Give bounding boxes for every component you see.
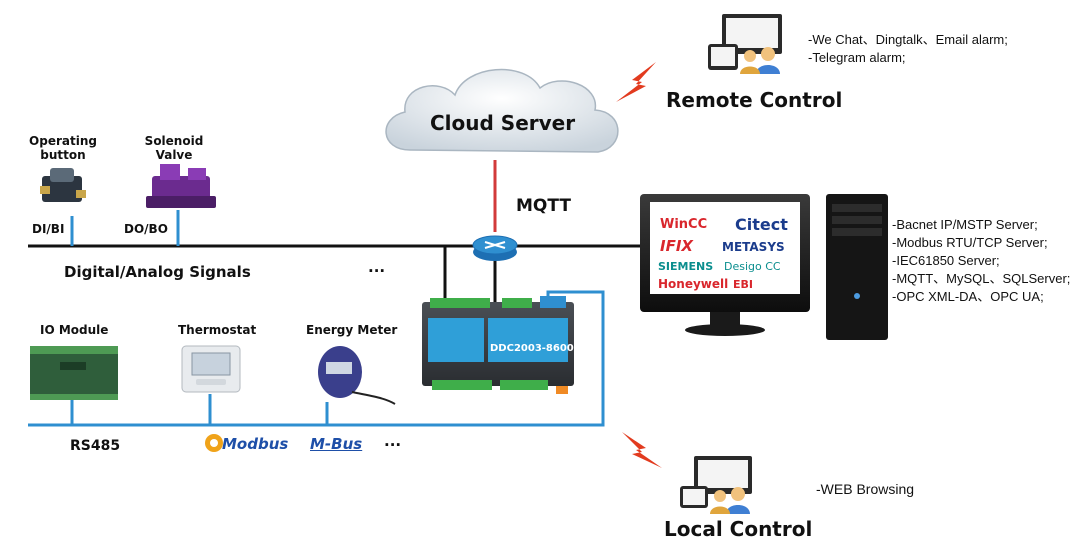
thermostat-label: Thermostat	[178, 323, 257, 337]
honeywell-logo: Honeywell	[658, 277, 729, 291]
operating-button-icon	[40, 168, 86, 202]
operating-button-label-line1: Operating	[29, 134, 97, 148]
io-module-icon	[30, 346, 118, 400]
remote-control-notes: -We Chat、Dingtalk、Email alarm; -Telegram…	[808, 31, 1008, 67]
local-users-icon	[680, 456, 752, 514]
remote-users-icon	[708, 14, 782, 74]
citect-logo: Citect	[735, 215, 788, 234]
monitor-icon	[640, 194, 810, 336]
operating-button-label: Operating button	[28, 134, 98, 162]
modbus-logo-icon	[205, 434, 223, 452]
controller-device	[422, 296, 574, 394]
remote-note-line: -We Chat、Dingtalk、Email alarm;	[808, 32, 1008, 47]
server-note-line: -Bacnet IP/MSTP Server;	[892, 217, 1038, 232]
energy-meter-icon	[318, 346, 396, 405]
wincc-logo: WinCC	[660, 217, 708, 232]
local-note-line: -WEB Browsing	[816, 481, 915, 497]
server-note-line: -IEC61850 Server;	[892, 253, 1000, 268]
energy-meter-label: Energy Meter	[306, 323, 398, 337]
cloud-server-label: Cloud Server	[430, 111, 576, 135]
digital-signal-bus	[28, 210, 640, 302]
remote-note-line: -Telegram alarm;	[808, 50, 906, 65]
modbus-logo-text: Modbus	[222, 435, 289, 453]
pc-tower-icon	[826, 194, 888, 340]
do-bo-label: DO/BO	[124, 222, 168, 236]
mbus-logo-text: M-Bus	[310, 435, 363, 453]
server-note-line: -Modbus RTU/TCP Server;	[892, 235, 1048, 250]
siemens-logo: SIEMENS	[658, 260, 714, 273]
io-module-label: IO Module	[40, 323, 109, 337]
solenoid-valve-label-line2: Valve	[155, 148, 193, 162]
ifix-logo: IFIX	[660, 237, 693, 255]
digital-bus-ellipsis: ...	[368, 258, 386, 276]
local-control-notes: -WEB Browsing	[816, 480, 914, 498]
server-notes: -Bacnet IP/MSTP Server; -Modbus RTU/TCP …	[892, 216, 1070, 306]
rs485-bus	[28, 290, 605, 427]
thermostat-icon	[181, 345, 241, 393]
lightning-icon	[622, 432, 662, 468]
server-note-line: -MQTT、MySQL、SQLServer;	[892, 271, 1071, 286]
metasys-logo: METASYS	[722, 240, 785, 254]
local-control-label: Local Control	[664, 517, 813, 541]
operating-button-label-line2: button	[40, 148, 86, 162]
controller-model-label: DDC2003-8600	[490, 343, 574, 354]
mqtt-label: MQTT	[516, 196, 571, 216]
di-bi-label: DI/BI	[32, 222, 65, 236]
lightning-icon	[616, 62, 656, 102]
solenoid-valve-label: Solenoid Valve	[140, 134, 208, 162]
remote-control-label: Remote Control	[666, 88, 843, 112]
solenoid-valve-icon	[146, 164, 216, 208]
ebi-logo: EBI	[733, 278, 753, 291]
digital-analog-signals-label: Digital/Analog Signals	[64, 263, 251, 281]
desigo-logo: Desigo CC	[724, 260, 781, 273]
rs485-bus-ellipsis: ...	[384, 432, 402, 450]
router-icon	[472, 235, 518, 261]
cloud-icon	[385, 68, 619, 153]
server-note-line: -OPC XML-DA、OPC UA;	[892, 289, 1044, 304]
rs485-label: RS485	[70, 438, 121, 454]
solenoid-valve-label-line1: Solenoid	[144, 134, 204, 148]
